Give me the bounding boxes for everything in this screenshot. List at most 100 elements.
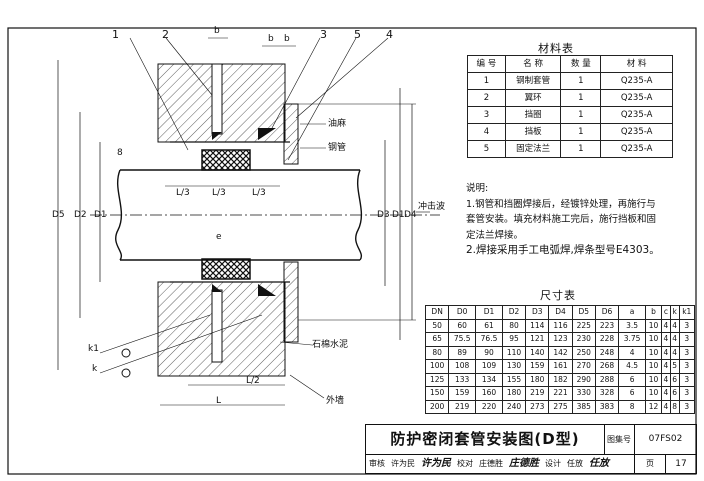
dimension-table-cell: 3 xyxy=(678,318,696,333)
callout-5: 5 xyxy=(354,28,361,41)
materials-cell: 4 xyxy=(467,123,506,141)
dimension-table-cell: 90 xyxy=(475,345,503,360)
materials-cell: 1 xyxy=(467,72,506,90)
notes-line-1: 1.钢管和挡圈焊接后，经镀锌处理，再施行与 xyxy=(466,198,656,210)
notes-heading: 说明: xyxy=(466,183,489,194)
dimension-table-cell: 10 xyxy=(645,372,663,387)
dimension-table-cell: 159 xyxy=(525,359,550,374)
dimension-table-cell: 80 xyxy=(501,318,527,333)
fixed-flange-upper xyxy=(283,103,299,165)
materials-cell: 翼环 xyxy=(504,89,562,107)
dim-l3-2: L/3 xyxy=(212,188,226,198)
materials-header-cell: 材 料 xyxy=(600,55,673,73)
dimension-table-cell: 3.5 xyxy=(618,318,647,333)
atlas-number: 07FS02 xyxy=(635,425,696,455)
dimension-table-cell: 273 xyxy=(525,399,550,414)
dimension-table-cell: 4 xyxy=(661,359,671,374)
dimension-table-cell: 225 xyxy=(571,318,596,333)
dimension-table-cell: 385 xyxy=(571,399,596,414)
sig-review-signature: 许为民 xyxy=(421,458,451,469)
dimension-table-cell: 290 xyxy=(571,372,596,387)
sig-check-label: 校对 xyxy=(457,459,473,468)
dimension-table-cell: 6 xyxy=(669,386,680,401)
dimension-table-cell: 4 xyxy=(661,332,671,347)
sig-design-label: 设计 xyxy=(545,459,561,468)
dimension-table-cell: 10 xyxy=(645,332,663,347)
dimension-table-cell: 50 xyxy=(424,318,450,333)
materials-cell: Q235-A xyxy=(600,140,673,158)
materials-cell: 2 xyxy=(467,89,506,107)
notes-line-2: 套管安装。填充材料施工完后，施行挡板和固 xyxy=(466,214,657,225)
steel-pipe xyxy=(120,169,360,261)
callout-1: 1 xyxy=(112,28,119,41)
dimension-table-cell: 383 xyxy=(594,399,620,414)
materials-cell: 1 xyxy=(560,106,602,124)
dim-8: 8 xyxy=(117,148,123,158)
callout-2: 2 xyxy=(162,28,169,41)
dimension-table-cell: 288 xyxy=(594,372,620,387)
dimension-table-header-cell: DN xyxy=(424,305,450,320)
dimension-table-cell: 3 xyxy=(678,332,696,347)
label-flush-side: 冲击波 xyxy=(418,202,446,212)
dimension-table-cell: 221 xyxy=(548,386,573,401)
dimension-table-cell: 6 xyxy=(669,372,680,387)
dimension-table-cell: 114 xyxy=(525,318,550,333)
dimension-table-header-cell: D2 xyxy=(501,305,527,320)
dimension-table-cell: 10 xyxy=(645,345,663,360)
dim-d4: D4 xyxy=(404,210,417,220)
dimension-table-cell: 250 xyxy=(571,345,596,360)
dimension-table-header-cell: k1 xyxy=(678,305,696,320)
dimension-table-cell: 142 xyxy=(548,345,573,360)
dimension-table-cell: 159 xyxy=(448,386,477,401)
page-label: 页 xyxy=(635,455,666,473)
dimension-table-cell: 150 xyxy=(424,386,450,401)
dimension-table-cell: 4 xyxy=(618,345,647,360)
dim-e: e xyxy=(216,232,222,242)
sig-check-name: 庄德胜 xyxy=(479,459,503,468)
dimension-table-cell: 4 xyxy=(661,345,671,360)
dimension-table-cell: 5 xyxy=(669,359,680,374)
dimension-table-cell: 108 xyxy=(448,359,477,374)
dimension-table-cell: 134 xyxy=(475,372,503,387)
signature-row: 审核许为民许为民校对庄德胜庄德胜设计任放任放 xyxy=(366,455,635,473)
materials-cell: Q235-A xyxy=(600,89,673,107)
dimension-table-cell: 60 xyxy=(448,318,477,333)
dimension-table-cell: 116 xyxy=(548,318,573,333)
materials-cell: 1 xyxy=(560,123,602,141)
materials-cell: 1 xyxy=(560,89,602,107)
dimension-table-cell: 80 xyxy=(424,345,450,360)
dimension-table-header-cell: a xyxy=(618,305,647,320)
dimension-table-cell: 182 xyxy=(548,372,573,387)
dimension-table-cell: 3 xyxy=(678,359,696,374)
dim-b-2: b xyxy=(268,34,274,44)
dimension-table-cell: 110 xyxy=(501,345,527,360)
materials-cell: Q235-A xyxy=(600,123,673,141)
callout-4: 4 xyxy=(386,28,393,41)
dimension-table-cell: 180 xyxy=(501,386,527,401)
dimension-table-cell: 140 xyxy=(525,345,550,360)
page-number: 17 xyxy=(675,459,687,469)
dimension-table-header-cell: D5 xyxy=(571,305,596,320)
materials-title: 材料表 xyxy=(538,42,574,55)
dimension-table-cell: 219 xyxy=(448,399,477,414)
sig-check-signature: 庄德胜 xyxy=(509,458,539,469)
dimension-table-cell: 328 xyxy=(594,386,620,401)
dimension-table-cell: 3.75 xyxy=(618,332,647,347)
sig-review-label: 审核 xyxy=(369,459,385,468)
dim-d3: D3 xyxy=(377,210,390,220)
dimension-table-header-cell: D3 xyxy=(525,305,550,320)
dimension-table-cell: 200 xyxy=(424,399,450,414)
materials-header-cell: 名 称 xyxy=(504,55,562,73)
dimension-table-cell: 121 xyxy=(525,332,550,347)
dimension-table-cell: 4 xyxy=(661,372,671,387)
dimension-table-cell: 270 xyxy=(571,359,596,374)
dimension-table-cell: 125 xyxy=(424,372,450,387)
dimension-table-cell: 3 xyxy=(678,345,696,360)
dimension-table-cell: 61 xyxy=(475,318,503,333)
